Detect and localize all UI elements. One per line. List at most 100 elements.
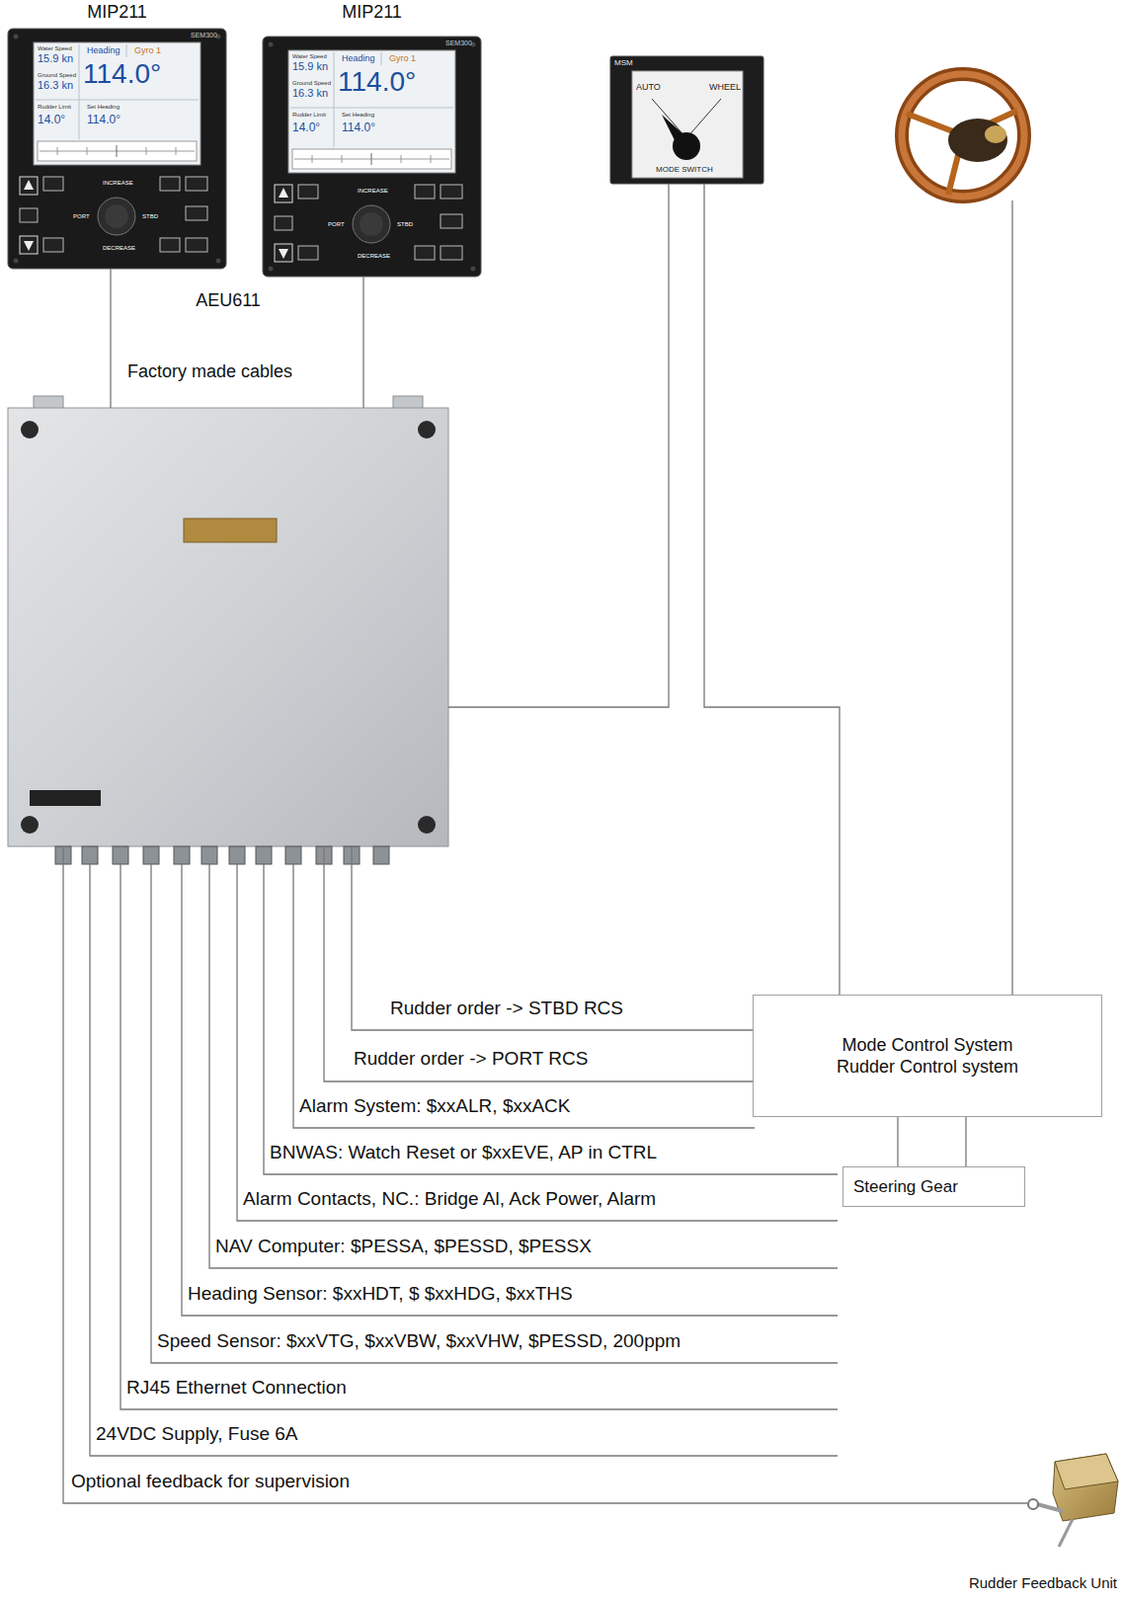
feedback-unit-label: Rudder Feedback Unit: [968, 1574, 1118, 1592]
control-panel-drawing: [262, 36, 482, 277]
cable-label: Optional feedback for supervision: [69, 1470, 352, 1493]
feedback-unit: Rudder Feedback Unit: [1027, 1451, 1121, 1571]
electronic-unit-drawing: [255, 846, 272, 865]
electronic-unit-drawing: [285, 846, 302, 865]
electronic-unit-drawing: [417, 420, 436, 439]
mode-switch-panel-label: MSM: [614, 58, 634, 68]
screen-text: 114.0°: [82, 58, 161, 90]
feedback-unit-drawing: [1054, 1453, 1119, 1490]
screen-text: DECREASE: [357, 252, 391, 260]
cable-wire: [293, 864, 755, 1128]
control-panel-label: MIP211: [262, 1, 482, 23]
cable-line: [323, 846, 753, 1082]
electronic-unit-drawing: [81, 846, 98, 865]
electronic-unit-drawing: [7, 396, 449, 865]
steering-wheel-drawing: [984, 125, 1007, 144]
screen-text: 16.3 kn: [37, 79, 74, 92]
control-system-box-label: Mode Control System Rudder Control syste…: [823, 1034, 1032, 1079]
steering-gear-box-label: Steering Gear: [853, 1176, 959, 1198]
control-panel: MIP211SEM300Water Speed15.9 knHeadingGyr…: [7, 28, 227, 269]
screen-text: PORT: [327, 221, 345, 229]
interface-label: Alarm Contacts, NC.: Bridge Al, Ack Powe…: [242, 1188, 656, 1210]
cable-wire: [263, 864, 838, 1175]
screen-text: Set Heading: [86, 103, 120, 111]
feedback-unit-drawing: [1037, 1504, 1063, 1512]
screen-text: Gyro 1: [134, 45, 161, 56]
electronic-unit-label: AEU611: [7, 290, 449, 312]
steering-wheel-drawing: [901, 74, 1025, 197]
cable-wire: [89, 864, 838, 1456]
cable-line: [109, 268, 111, 408]
screen-text: 15.9 kn: [292, 60, 328, 74]
feedback-unit-drawing: [1028, 1499, 1039, 1510]
screen-text: Heading: [86, 45, 121, 56]
screen-text: 114.0°: [337, 66, 416, 98]
electronic-unit-drawing: [173, 846, 190, 865]
cable-wire: [120, 864, 838, 1410]
mode-switch-drawing: [651, 98, 687, 139]
interface-label: Speed Sensor: $xxVTG, $xxVBW, $xxVHW, $P…: [157, 1330, 681, 1353]
mode-switch-panel: MSMAUTOWHEELMODE SWITCH: [610, 56, 764, 184]
screen-text: STBD: [397, 221, 413, 229]
screen-text: Ground Speed: [37, 72, 77, 80]
electronic-unit-drawing: [7, 407, 449, 847]
screen-text: Heading: [341, 53, 376, 64]
electronic-unit-drawing: [417, 815, 436, 834]
mode-switch-drawing: [632, 71, 743, 178]
screen-text: SEM300: [445, 39, 473, 48]
steering-gear-box: Steering Gear: [842, 1166, 1026, 1207]
screen-text: Water Speed: [292, 53, 327, 61]
feedback-unit-drawing: [1028, 1453, 1119, 1547]
cable-line: [351, 846, 753, 1031]
cable-line: [704, 183, 840, 995]
steering-wheel-drawing: [948, 118, 1008, 162]
electronic-unit-drawing: [112, 846, 129, 865]
screen-text: Ground Speed: [292, 80, 331, 87]
electronic-unit-drawing: [143, 846, 160, 865]
electronic-unit-drawing: [373, 846, 390, 865]
electronic-unit: AEU611: [7, 407, 449, 847]
mode-switch-drawing: [672, 132, 701, 161]
screen-text: Gyro 1: [389, 53, 416, 64]
screen-text: 14.0°: [37, 113, 66, 128]
cable-line: [63, 846, 1028, 1504]
interface-label: RJ45 Ethernet Connection: [126, 1376, 347, 1399]
screen-text: SEM300: [190, 31, 218, 40]
electronic-unit-drawing: [20, 420, 39, 439]
screen-text: Rudder Limit: [292, 111, 326, 119]
mode-switch-drawing: [610, 56, 764, 184]
mode-switch-drawing: [610, 56, 764, 184]
feedback-unit-drawing: [1058, 1519, 1073, 1547]
steering-wheel-drawing: [901, 74, 1025, 197]
screen-text: INCREASE: [357, 187, 389, 195]
screen-text: 114.0°: [86, 113, 121, 128]
mode-switch-panel-label: MODE SWITCH: [655, 164, 714, 174]
cable-line: [964, 1117, 966, 1167]
screen-text: 16.3 kn: [292, 86, 328, 100]
control-panel-label: MIP211: [7, 1, 227, 23]
electronic-unit-drawing: [29, 790, 101, 806]
cable-line: [896, 1117, 898, 1167]
electronic-unit-drawing: [201, 846, 218, 865]
screen-text: Rudder Limit: [37, 103, 72, 111]
mode-switch-drawing: [686, 98, 722, 139]
screen-text: 14.0°: [292, 121, 321, 136]
cable-wire: [151, 864, 838, 1364]
interface-label: Alarm System: $xxALR, $xxACK: [299, 1095, 571, 1118]
interface-label: Factory made cables: [127, 361, 293, 383]
cable-line: [448, 183, 669, 708]
cable-wire: [89, 200, 1013, 1456]
electronic-unit-drawing: [20, 815, 39, 834]
cable-wire: [209, 864, 838, 1269]
screen-text: DECREASE: [102, 244, 136, 252]
mode-switch-panel-label: WHEEL: [709, 81, 741, 92]
steering-wheel-drawing: [901, 74, 1025, 197]
interface-label: BNWAS: Watch Reset or $xxEVE, AP in CTRL: [269, 1141, 657, 1164]
screen-text: INCREASE: [102, 179, 134, 187]
screen-text: STBD: [142, 213, 159, 221]
control-system-box: Mode Control System Rudder Control syste…: [752, 994, 1103, 1118]
cable-wire: [237, 864, 838, 1221]
cable-label: Rudder order -> PORT RCS: [351, 1047, 590, 1070]
